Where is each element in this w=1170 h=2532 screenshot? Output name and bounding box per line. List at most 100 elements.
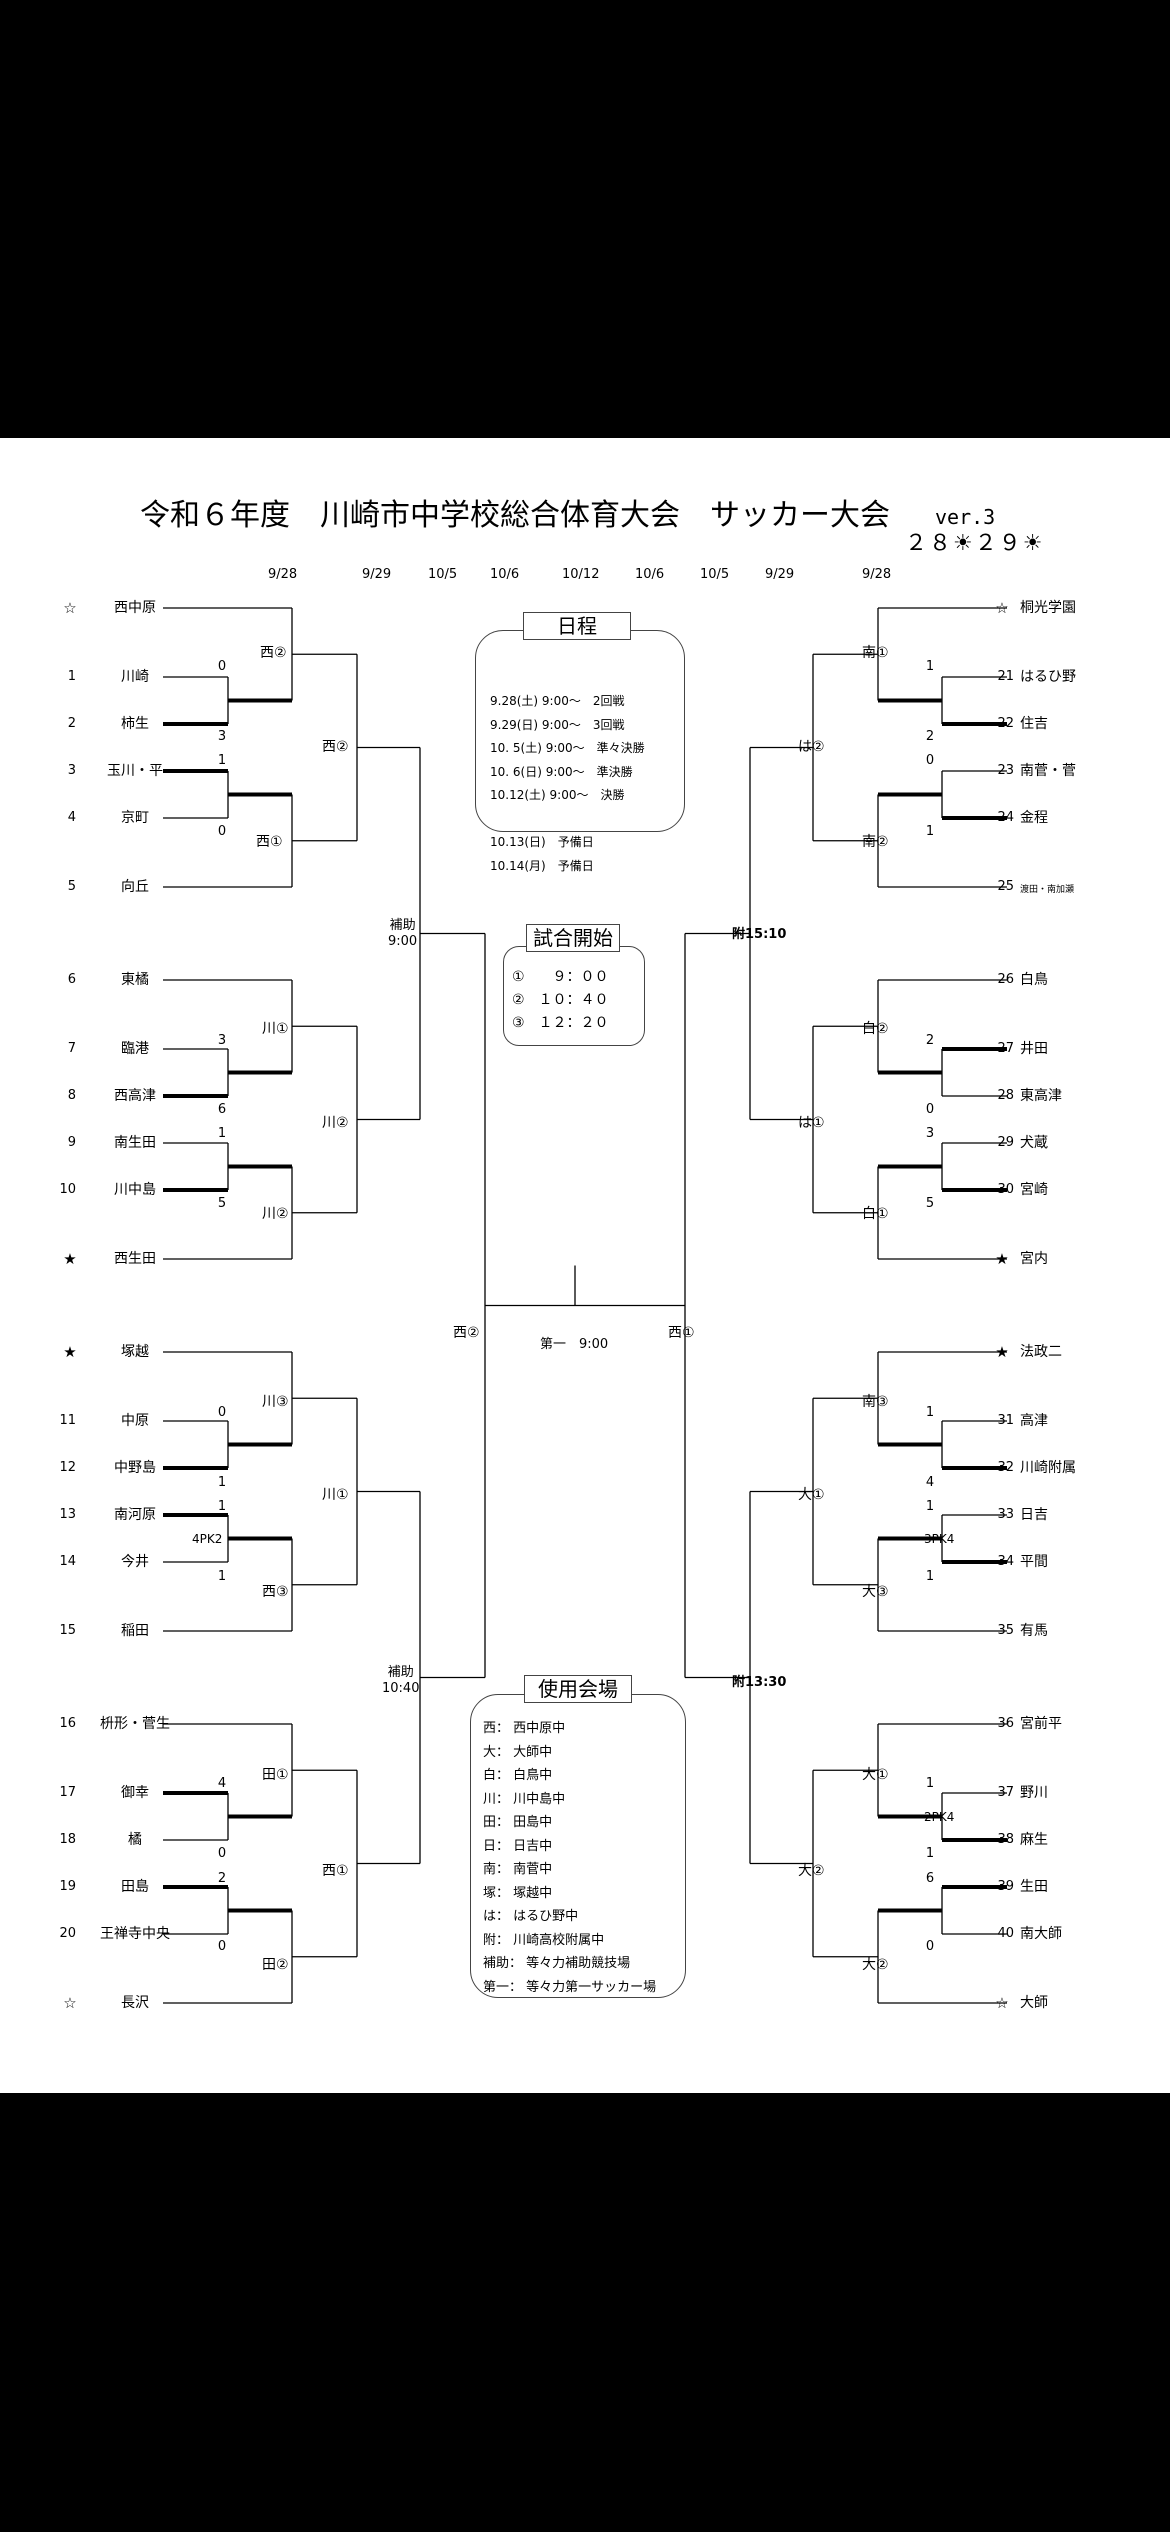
left-seed-number: 10 (59, 1182, 76, 1197)
venue-row: 附： 川崎高校附属中 (483, 1932, 605, 1948)
qf-note-right-bottom: 附13:30 (732, 1675, 787, 1690)
right-team-name: 宮前平 (1020, 1716, 1062, 1732)
venue-label-l3: 川① (262, 1021, 289, 1037)
schedule-row: 10. 5(土) 9:00～ 準々決勝 (490, 741, 645, 755)
right-seed-number: 36 (997, 1716, 1014, 1731)
score-value: 1 (925, 1846, 935, 1861)
right-seed-number: 35 (997, 1623, 1014, 1638)
right-seed-number: 39 (997, 1879, 1014, 1894)
score-value: 1 (925, 824, 935, 839)
venue-label-l1: 西② (260, 645, 287, 661)
venue-label-r11: 大① (798, 1487, 825, 1503)
venue-label-r2: 南② (862, 834, 889, 850)
right-seed-number: 21 (997, 669, 1014, 684)
venues-box: 西： 西中原中大： 大師中白： 白鳥中川： 川中島中田： 田島中日： 日吉中南：… (470, 1694, 686, 1998)
schedule-row: 9.29(日) 9:00～ 3回戦 (490, 717, 625, 732)
right-seed-number: 37 (997, 1785, 1014, 1800)
venue-label-r1: 南① (862, 645, 889, 661)
page-title: 令和６年度 川崎市中学校総合体育大会 サッカー大会 (140, 498, 890, 533)
left-seed-number: 9 (67, 1135, 76, 1150)
venue-label-r8: 大② (862, 1957, 889, 1973)
round-date: 10/6 (490, 567, 520, 582)
left-team-name: 御幸 (121, 1785, 149, 1801)
right-team-name: 井田 (1020, 1041, 1048, 1057)
venue-label-r6: 大③ (862, 1584, 889, 1600)
right-seed-number: 25 (997, 879, 1014, 894)
schedule-box: 9.28(土) 9:00～ 2回戦 9.29(日) 9:00～ 3回戦 10. 5(… (475, 630, 685, 873)
left-team-name: 臨港 (121, 1041, 149, 1057)
right-team-name: 有馬 (1020, 1623, 1048, 1639)
left-team-name: 向丘 (121, 879, 149, 895)
venue-row: 白： 白鳥中 (483, 1768, 553, 1783)
venue-row: 田： 田島中 (483, 1815, 553, 1830)
right-team-name: 金程 (1020, 810, 1048, 826)
left-seed-number: 19 (59, 1879, 76, 1894)
left-seed-number: 17 (59, 1785, 76, 1800)
left-seed-number: 1 (67, 669, 76, 684)
score-value: 2 (925, 729, 935, 744)
left-seed-number: ☆ (63, 599, 77, 617)
venue-label-l5: 川③ (262, 1394, 289, 1410)
left-team-name: 枡形・菅生 (100, 1716, 170, 1732)
venue-label-r7: 大① (862, 1767, 889, 1783)
left-team-name: 長沢 (121, 1995, 149, 2011)
left-team-name: 東橘 (121, 972, 149, 988)
left-seed-number: 3 (67, 763, 76, 778)
left-seed-number: 12 (59, 1460, 76, 1475)
left-team-name: 西生田 (114, 1251, 156, 1267)
left-team-name: 川中島 (114, 1182, 156, 1198)
weather-label: ２８☀２９☀ (905, 531, 1045, 556)
score-value: 1 (217, 1475, 227, 1490)
left-seed-number: 4 (67, 810, 76, 825)
score-value: 4 (217, 1776, 227, 1791)
score-value: 1 (217, 1569, 227, 1584)
left-seed-number: ★ (63, 1343, 77, 1361)
left-seed-number: 14 (59, 1554, 76, 1569)
right-team-name: 高津 (1020, 1413, 1048, 1429)
score-value: 2 (925, 1033, 935, 1048)
left-seed-number: 8 (67, 1088, 76, 1103)
score-value: 4PK2 (192, 1532, 223, 1546)
right-team-name: 野川 (1020, 1785, 1048, 1801)
venue-row: 日： 日吉中 (483, 1838, 553, 1854)
right-seed-number: 24 (997, 810, 1014, 825)
score-value: 1 (925, 659, 935, 674)
qf-note-left-top: 補助 9:00 (388, 918, 418, 949)
left-seed-number: 2 (67, 716, 76, 731)
score-value: 3 (217, 1033, 227, 1048)
venue-label-l9: 西② (322, 739, 349, 755)
schedule-row: 10. 6(日) 9:00～ 準決勝 (490, 764, 633, 779)
left-team-name: 京町 (121, 810, 149, 826)
right-seed-number: 30 (997, 1182, 1014, 1197)
right-seed-number: ☆ (995, 599, 1009, 617)
venue-row: は： はるひ野中 (483, 1909, 579, 1924)
left-seed-number: 16 (59, 1716, 76, 1731)
left-team-name: 田島 (121, 1879, 149, 1895)
venue-label-l10: 川② (322, 1115, 349, 1131)
right-seed-number: 38 (997, 1832, 1014, 1847)
right-team-name: 平間 (1020, 1554, 1048, 1570)
venues-title: 使用会場 (524, 1675, 632, 1703)
schedule-row: 9.28(土) 9:00～ 2回戦 (490, 694, 625, 708)
score-value: 5 (217, 1196, 227, 1211)
right-seed-number: 32 (997, 1460, 1014, 1475)
left-seed-number: 13 (59, 1507, 76, 1522)
score-value: 0 (217, 1405, 227, 1420)
schedule-row: 10.12(土) 9:00～ 決勝 (490, 788, 625, 802)
right-team-name: 渡田・南加瀬 (1020, 885, 1075, 895)
schedule-title: 日程 (523, 612, 631, 640)
right-seed-number: ★ (995, 1343, 1009, 1361)
left-team-name: 玉川・平 (107, 763, 163, 779)
bracket-lines (163, 607, 1007, 2004)
right-team-name: 南大師 (1020, 1926, 1062, 1942)
right-team-name: 犬蔵 (1020, 1135, 1048, 1151)
left-seed-number: 6 (67, 972, 76, 987)
kickoff-row: ② １０：４０ (512, 992, 609, 1008)
venue-row: 西： 西中原中 (483, 1721, 566, 1736)
score-value: 4 (925, 1475, 935, 1490)
score-value: 0 (217, 1846, 227, 1861)
venue-label-r5: 南③ (862, 1394, 889, 1410)
score-value: 3 (925, 1126, 935, 1141)
score-value: 2PK4 (924, 1810, 955, 1824)
right-seed-number: 34 (997, 1554, 1014, 1569)
